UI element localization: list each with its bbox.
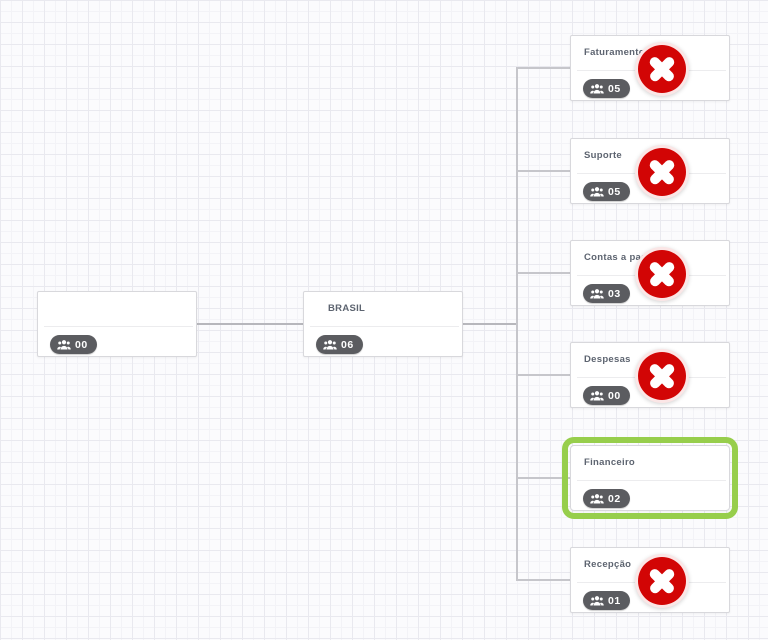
delete-x-icon[interactable]: [635, 554, 689, 608]
connector-branch-contas-a-pagar: [517, 272, 570, 274]
member-count-badge: 06: [316, 335, 363, 354]
member-count-badge: 02: [583, 489, 630, 508]
member-count-badge: 05: [583, 79, 630, 98]
org-node-brasil[interactable]: BRASIL 06: [303, 291, 463, 357]
node-title: Financeiro: [584, 457, 636, 468]
member-count-value: 00: [608, 389, 621, 402]
delete-x-icon[interactable]: [635, 349, 689, 403]
org-node-faturamento[interactable]: Faturamento 05: [570, 35, 730, 101]
member-count-value: 01: [608, 594, 621, 607]
group-icon: [590, 186, 604, 197]
node-title: Faturamento: [584, 47, 645, 58]
member-count-badge: 01: [583, 591, 630, 610]
member-count-badge: 00: [583, 386, 630, 405]
node-title: Suporte: [584, 150, 622, 161]
org-node-root[interactable]: 00: [37, 291, 197, 357]
group-icon: [590, 595, 604, 606]
member-count-value: 05: [608, 185, 621, 198]
org-node-contas-a-pagar[interactable]: Contas a pagar 03: [570, 240, 730, 306]
delete-x-icon[interactable]: [635, 145, 689, 199]
connector-branch-faturamento: [517, 67, 570, 69]
group-icon: [57, 339, 71, 350]
connector-brasil-trunk: [463, 323, 517, 325]
org-node-despesas[interactable]: Despesas 00: [570, 342, 730, 408]
org-node-financeiro[interactable]: Financeiro 02: [562, 437, 738, 519]
delete-x-icon[interactable]: [635, 247, 689, 301]
connector-root-brasil: [197, 323, 303, 325]
connector-trunk: [516, 67, 518, 581]
node-title: BRASIL: [328, 303, 366, 314]
member-count-badge: 05: [583, 182, 630, 201]
group-icon: [590, 288, 604, 299]
member-count-badge: 03: [583, 284, 630, 303]
member-count-value: 02: [608, 492, 621, 505]
connector-branch-financeiro: [517, 477, 570, 479]
node-title: Recepção: [584, 559, 632, 570]
group-icon: [590, 83, 604, 94]
node-divider: [577, 480, 726, 481]
member-count-value: 00: [75, 338, 88, 351]
connector-branch-despesas: [517, 374, 570, 376]
group-icon: [590, 390, 604, 401]
node-title: Contas a pagar: [584, 252, 657, 263]
group-icon: [590, 493, 604, 504]
connector-branch-suporte: [517, 170, 570, 172]
node-title: Despesas: [584, 354, 631, 365]
member-count-value: 05: [608, 82, 621, 95]
node-divider: [44, 326, 193, 327]
org-node-recepcao[interactable]: Recepção 01: [570, 547, 730, 613]
connector-branch-recepcao: [517, 579, 570, 581]
member-count-value: 03: [608, 287, 621, 300]
node-divider: [310, 326, 459, 327]
member-count-badge: 00: [50, 335, 97, 354]
member-count-value: 06: [341, 338, 354, 351]
delete-x-icon[interactable]: [635, 42, 689, 96]
org-node-suporte[interactable]: Suporte 05: [570, 138, 730, 204]
group-icon: [323, 339, 337, 350]
